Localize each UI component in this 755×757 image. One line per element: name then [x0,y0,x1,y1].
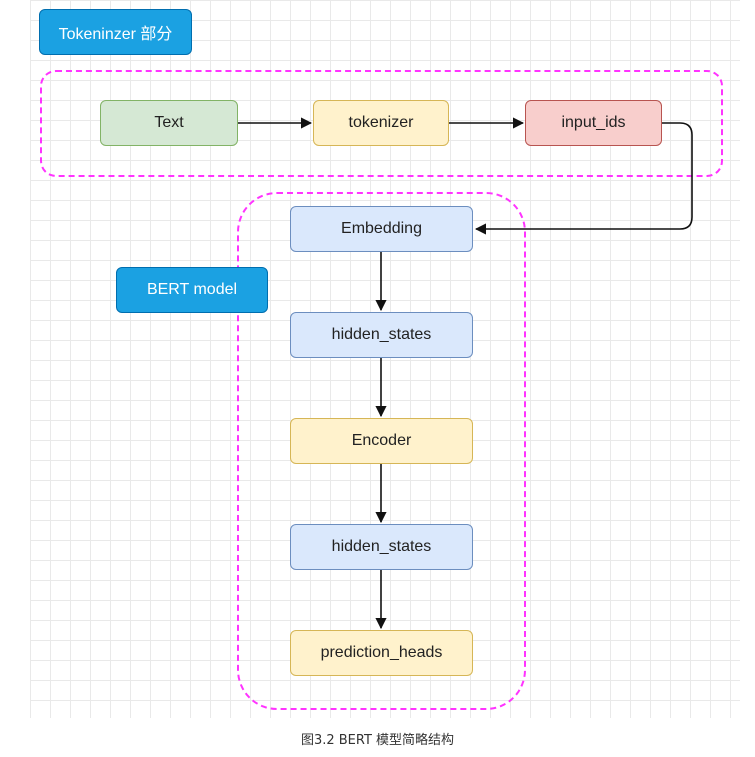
encoder-node: Encoder [290,418,473,464]
hidden-states-node-2: hidden_states [290,524,473,570]
hidden-states-node-1: hidden_states [290,312,473,358]
arrow-input-ids-to-embedding [474,122,693,235]
prediction-heads-node: prediction_heads [290,630,473,676]
embedding-node: Embedding [290,206,473,252]
tokenizer-section-tag: Tokeninzer 部分 [39,9,192,55]
bert-model-group-boundary [237,192,526,710]
bert-model-section-tag: BERT model [116,267,268,313]
figure-caption: 图3.2 BERT 模型简略结构 [300,733,455,748]
input-ids-node: input_ids [525,100,662,146]
tokenizer-node: tokenizer [313,100,449,146]
text-node: Text [100,100,238,146]
tokenizer-group-boundary [40,70,723,177]
